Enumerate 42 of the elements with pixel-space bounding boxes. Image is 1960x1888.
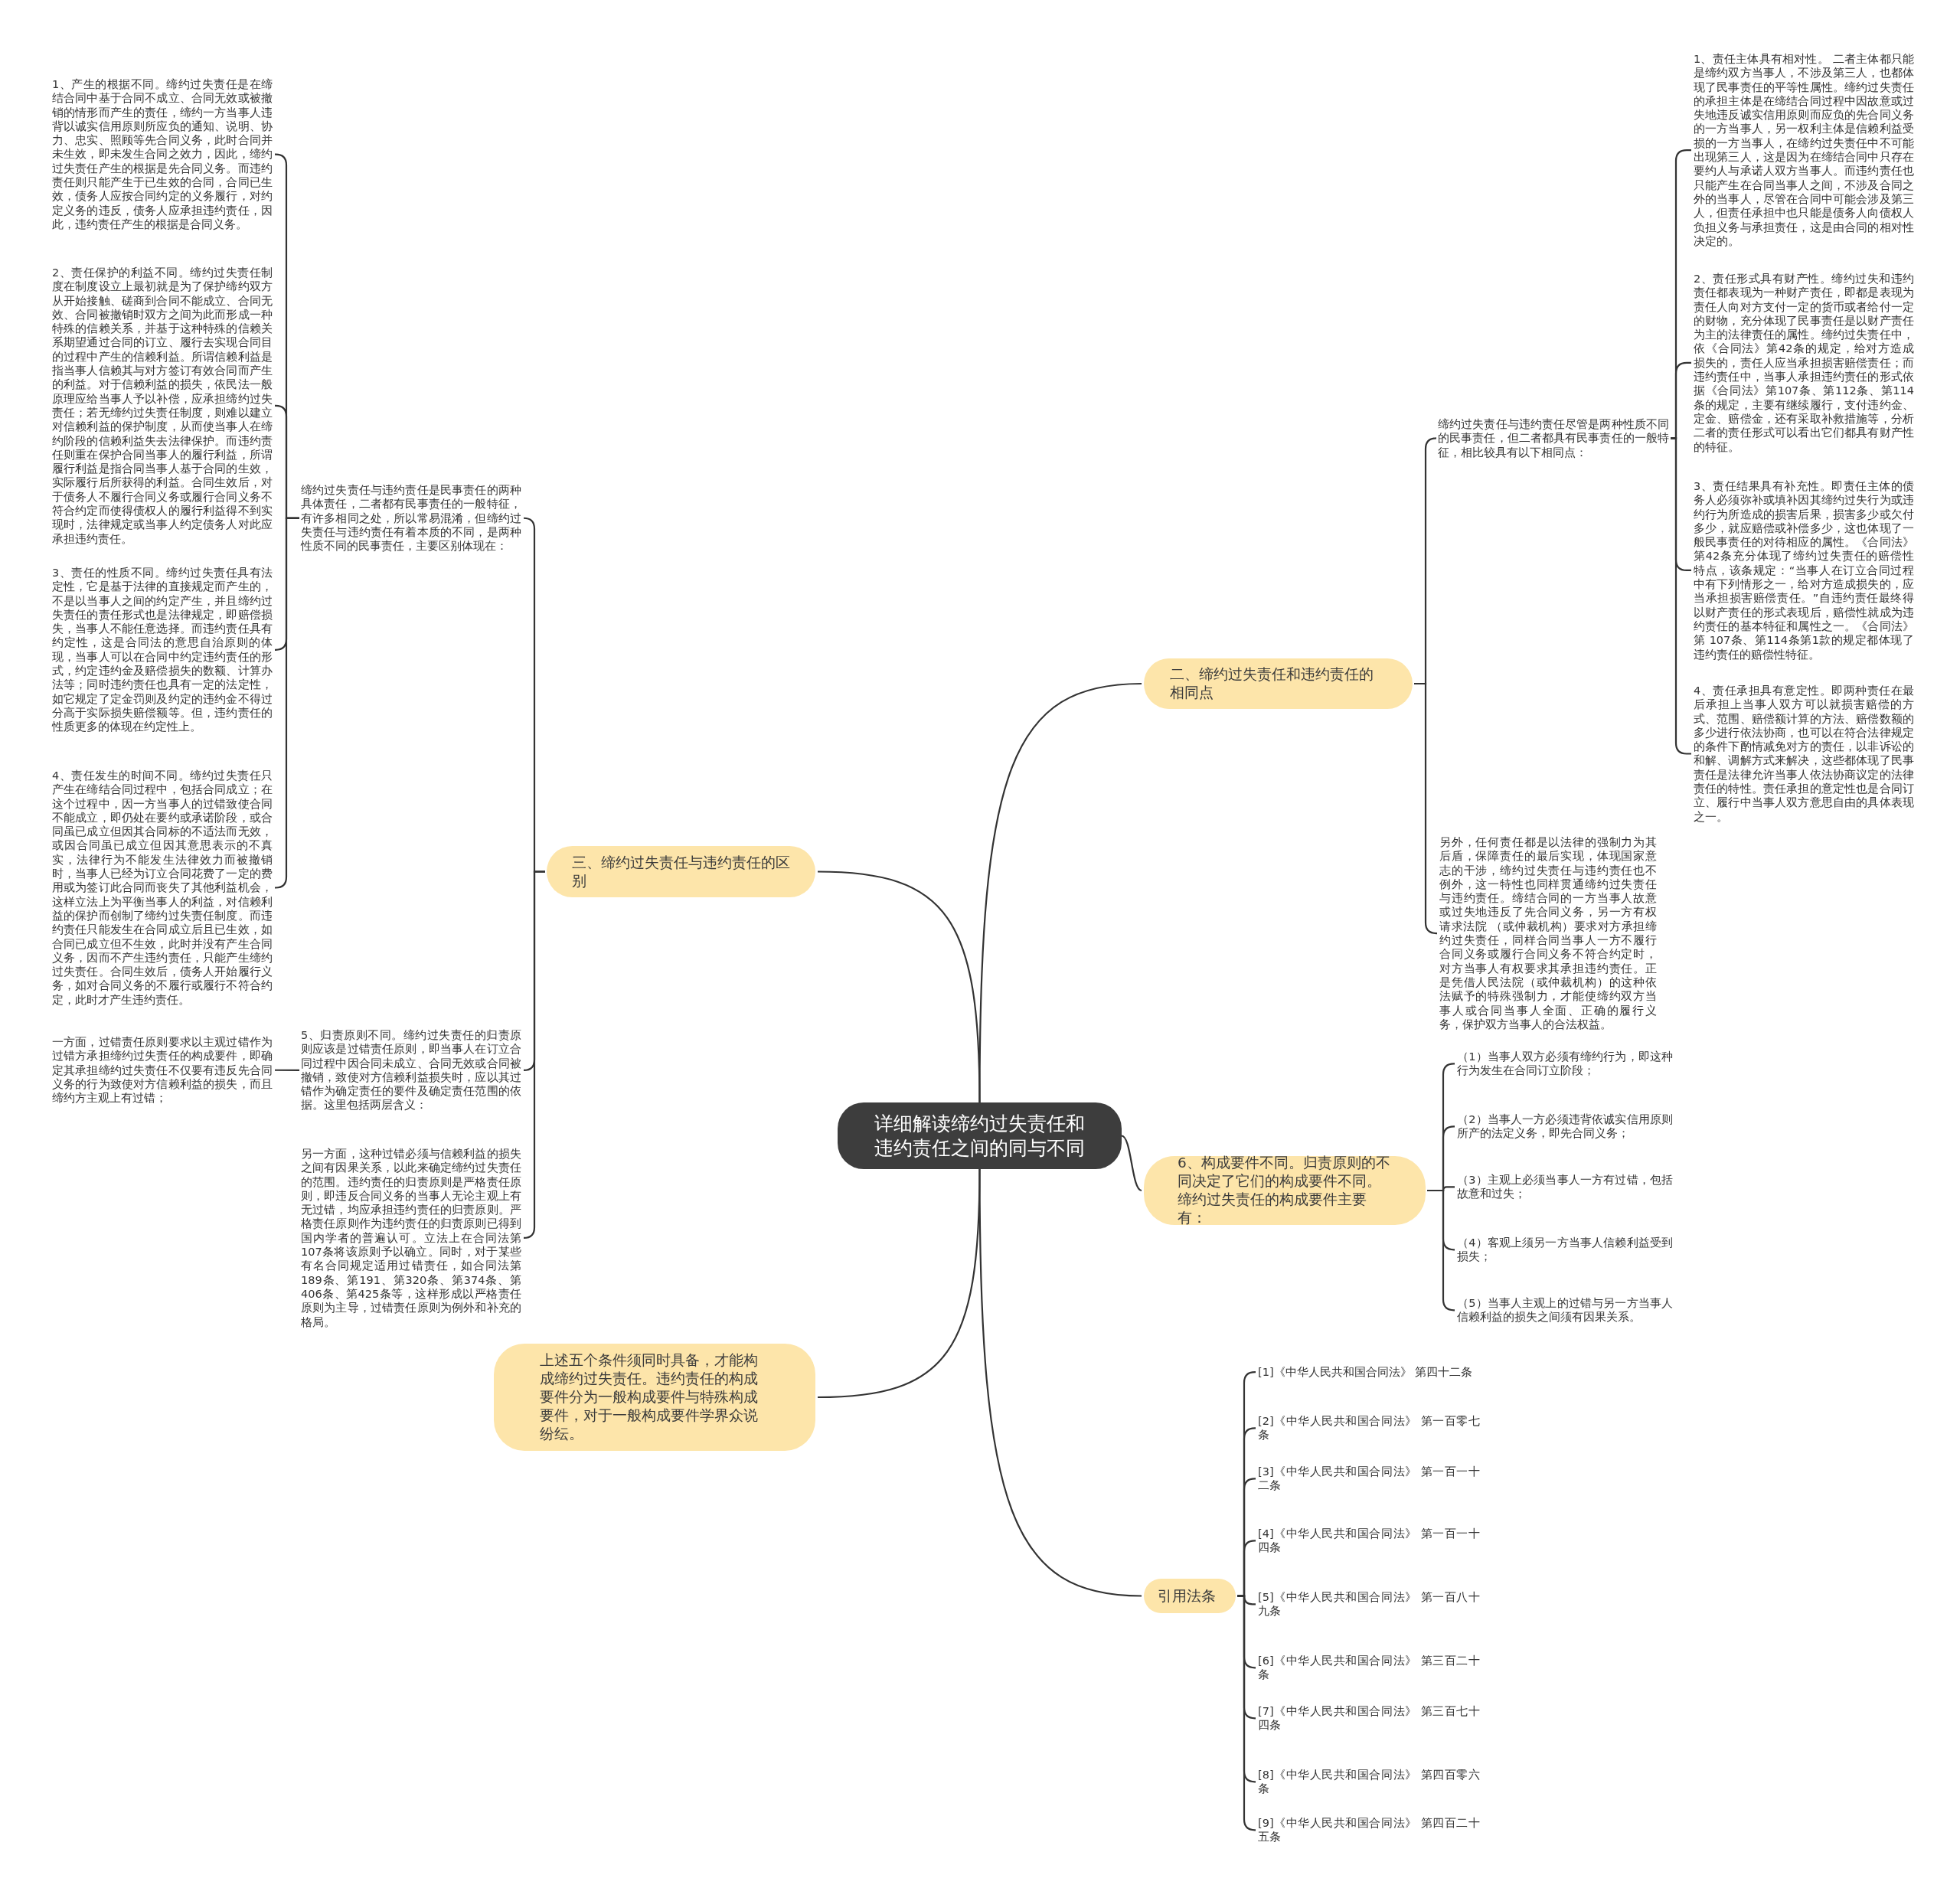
topic-pill: 二、缔约过失责任和违约责任的相同点 bbox=[1144, 658, 1413, 709]
note-text: （4）客观上须另一方当事人信赖利益受到损失； bbox=[1457, 1236, 1673, 1264]
connector-line bbox=[1121, 1135, 1142, 1191]
note-text: 2、责任形式具有财产性。缔约过失和违约责任都表现为一种财产责任，即都是表现为责任人向对方支付一定的货币或者给付一定的财物，充分体现了民事责任是以财产责任为主的法律责任的属性。缔约过失责任中，依《合同法》第42条的规定，给对方造成损失的，责任人应当承担损害赔偿责任；而违约责任中，当事人承担违约责任的形式依据《合同法》第107条、第112条、第114条的规定，主要有继续履行，支付违约金、定金、赔偿金，还有采取补救措施等，分析二者的责任形式可以看出它们都具有财产性的特征。 bbox=[1694, 272, 1914, 454]
connector-line bbox=[817, 871, 981, 1102]
note-text: 一方面，过错责任原则要求以主观过错作为过错方承担缔约过失责任的构成要件，即确定其承担缔约过失责任不仅要有违反先合同义务的行为致使对方信赖利益的损失，而且缔约方主观上有过错； bbox=[52, 1035, 273, 1106]
note-text: （5）当事人主观上的过错与另一方当事人信赖利益的损失之间须有因果关系。 bbox=[1457, 1296, 1673, 1325]
note-text: 1、产生的根据不同。缔约过失责任是在缔结合同中基于合同不成立、合同无效或被撤销的情形而产生的责任，缔约一方当事人违背以诚实信用原则所应负的通知、说明、协力、忠实、照顾等先合同义务，此时合同并未生效，即未发生合同之效力，因此，缔约过失责任产生的根据是先合同义务。而违约责任则只能产生于已生效的合同，合同已生效，债务人应按合同约定的义务履行，对约定义务的违反，债务人应承担违约责任，因此，违约责任产生的根据是合同义务。 bbox=[52, 77, 273, 232]
connector-line bbox=[275, 1069, 299, 1071]
topic-pill: 引用法条 bbox=[1144, 1579, 1236, 1613]
connector-line bbox=[978, 1169, 1142, 1597]
central-topic: 详细解读缔约过失责任和违约责任之间的同与不同 bbox=[838, 1102, 1122, 1169]
note-text: 2、责任保护的利益不同。缔约过失责任制度在制度设立上最初就是为了保护缔约双方从开始接触、磋商到合同不能成立、合同无效、合同被撤销时双方之间为此而形成一种特殊的信赖关系，并基于这种特殊的信赖关系期望通过合同的订立、履行去实现合同目的过程中产生的信赖利益。所谓信赖利益是指当事人信赖其与对方签订有效合同而产生的利益。对于信赖利益的损失，依民法一般原理应给当事人予以补偿，应承担缔约过失责任；若无缔约过失责任制度，则难以建立对信赖利益的保护制度，从而使当事人在缔约阶段的信赖利益失去法律保护。而违约责任则重在保护合同当事人的履行利益，所谓履行利益是指合同当事人基于合同的生效，实际履行后所获得的利益。合同生效后，对于债务人不履行合同义务或履行合同义务不符合约定而使得债权人的履行利益得不到实现时，法律规定或当事人约定债务人对此应承担违约责任。 bbox=[52, 266, 273, 546]
note-text: 3、责任结果具有补充性。即责任主体的债务人必须弥补或填补因其缔约过失行为或违约行为所造成的损害后果，损害多少或欠付多少，就应赔偿或补偿多少，这也体现了一般民事责任的对待相应的属性。《合同法》第42条充分体现了缔约过失责任的赔偿性特点，该条规定：“当事人在订立合同过程中有下列情形之一，给对方造成损失的，应当承担损害赔偿责任。”自违约责任最终得以财产责任的形式表现后，赔偿性就成为违约责任的基本特征和属性之一。《合同法》第 107条、第114条第1款的规定都体现了违约责任的赔偿性特征。 bbox=[1694, 479, 1914, 661]
topic-pill: 上述五个条件须同时具备，才能构成缔约过失责任。违约责任的构成要件分为一般构成要件与特殊构成要件，对于一般构成要件学界众说纷纭。 bbox=[494, 1344, 815, 1451]
connector-line bbox=[522, 871, 545, 1240]
connector-line bbox=[274, 517, 299, 889]
note-text: [2]《中华人民共和国合同法》 第一百零七条 bbox=[1258, 1414, 1480, 1442]
topic-pill: 6、构成要件不同。归责原则的不同决定了它们的构成要件不同。缔约过失责任的构成要件主要有： bbox=[1144, 1156, 1426, 1225]
note-text: （1）当事人双方必须有缔约行为，即这种行为发生在合同订立阶段； bbox=[1457, 1050, 1673, 1078]
note-text: [3]《中华人民共和国合同法》 第一百一十二条 bbox=[1258, 1465, 1480, 1493]
note-text: 另外，任何责任都是以法律的强制力为其后盾，保障责任的最后实现，体现国家意志的干涉，缔约过失责任与违约责任也不例外，这一特性也同样贯通缔约过失责任与违约责任。缔结合同的一方当事人故意或过失地违反了先合同义务，另一方有权请求法院 （或仲裁机构）要求对方承担缔约过失责任，同样合同当事人一方不履行合同义务或履行合同义务不符合约定时，对方当事人有权要求其承担违约责任。正是凭借人民法院（或仲裁机构）的这种依法赋予的特殊强制力，才能使缔约双方当事人或合同当事人全面、正确的履行义务，保护双方当事人的合法权益。 bbox=[1439, 835, 1657, 1032]
note-text: 缔约过失责任与违约责任是民事责任的两种具体责任，二者都有民事责任的一般特征，有许多相同之处，所以常易混淆，但缔约过失责任与违约责任有着本质的不同，是两种性质不同的民事责任，主要区别体现在： bbox=[301, 483, 521, 554]
note-text: （3）主观上必须当事人一方有过错，包括故意和过失； bbox=[1457, 1173, 1673, 1201]
note-text: 3、责任的性质不同。缔约过失责任具有法定性，它是基于法律的直接规定而产生的，不是以当事人之间的约定产生，并且缔约过失责任的责任形式也是法律规定，即赔偿损失，当事人不能任意选择。而违约责任具有约定性，这是合同法的意思自治原则的体现，当事人可以在合同中约定违约责任的形式，约定违约金及赔偿损失的数额、计算办法等；同时违约责任也具有一定的法定性，如它规定了定金罚则及约定的违约金不得过分高于实际损失赔偿额等。但，违约责任的性质更多的体现在约定性上。 bbox=[52, 566, 273, 734]
note-text: 缔约过失责任与违约责任尽管是两种性质不同的民事责任，但二者都具有民事责任的一般特征，相比较具有以下相同点： bbox=[1438, 417, 1669, 459]
note-text: [1]《中华人民共和国合同法》 第四十二条 bbox=[1258, 1365, 1480, 1380]
topic-pill: 三、缔约过失责任与违约责任的区别 bbox=[547, 846, 815, 897]
note-text: [7]《中华人民共和国合同法》 第三百七十四条 bbox=[1258, 1704, 1480, 1733]
note-text: 另一方面，这种过错必须与信赖利益的损失之间有因果关系，以此来确定缔约过失责任的范围。违约责任的归责原则是严格责任原则，即违反合同义务的当事人无论主观上有无过错，均应承担违约责任的归责原则。严格责任原则作为违约责任的归责原则已得到国内学者的普遍认可。立法上在合同法第107条将该原则予以确立。同时，对于某些有名合同规定适用过错责任，如合同法第189条、第191、第320条、第374条、第406条、第425条等，这样形成以严格责任原则为主导，过错责任原则为例外和补充的格局。 bbox=[301, 1147, 521, 1329]
note-text: [6]《中华人民共和国合同法》 第三百二十条 bbox=[1258, 1654, 1480, 1682]
note-text: [4]《中华人民共和国合同法》 第一百一十四条 bbox=[1258, 1527, 1480, 1555]
connector-line bbox=[1427, 1189, 1455, 1311]
note-text: 5、归责原则不同。缔约过失责任的归责原则应该是过错责任原则，即当事人在订立合同过程中因合同未成立、合同无效或合同被撤销，致使对方信赖利益损失时，应以其过错作为确定责任的要件及确定责任范围的依据。这里包括两层含义： bbox=[301, 1028, 521, 1112]
note-text: 4、责任承担具有意定性。即两种责任在最后承担上当事人双方可以就损害赔偿的方式、范围、赔偿额计算的方法、赔偿数额的多少进行依法协商，也可以在符合法律规定的条件下酌情减免对方的责任，以非诉讼的和解、调解方式来解决，这些都体现了民事责任是法律允许当事人依法协商议定的法律责任的特性。责任承担的意定性也是合同订立、履行中当事人双方意思自由的具体表现之一。 bbox=[1694, 684, 1914, 824]
note-text: 4、责任发生的时间不同。缔约过失责任只产生在缔结合同过程中，包括合同成立；在这个过程中，因一方当事人的过错致使合同不能成立，即仍处在要约或承诺阶段，或合同虽已成立但因其合同标的不适法而无效，或因合同虽已成立但因其意思表示的不真实，法律行为不能发生法律效力而被撤销时，当事人已经为订立合同花费了一定的费用或为签订此合同而丧失了其他利益机会，这样立法上为平衡当事人的利益，对信赖利益的保护而创制了缔约过失责任制度。而违约责任只能发生在合同成立后且已生效，如合同已成立但不生效，此时并没有产生合同义务，因而不产生违约责任，只能产生缔约过失责任。合同生效后，债务人开始履行义务，如对合同义务的不履行或履行不符合约定，此时才产生违约责任。 bbox=[52, 769, 273, 1008]
note-text: 1、责任主体具有相对性。 二者主体都只能是缔约双方当事人，不涉及第三人，也都体现了民事责任的平等性属性。缔约过失责任的承担主体是在缔结合同过程中因故意或过失地违反诚实信用原则而应负的先合同义务的一方当事人，另一权利主体是信赖利益受损的一方当事人，在缔约过失责任中不可能出现第三人，这是因为在缔结合同中只存在要约人与承诺人双方当事人。而违约责任也只能产生在合同当事人之间，不涉及合同之外的当事人，尽管在合同中可能会涉及第三人，但责任承担中也只能是债务人向债权人负担义务与承担责任，这是由合同的相对性决定的。 bbox=[1694, 52, 1914, 249]
note-text: [8]《中华人民共和国合同法》 第四百零六条 bbox=[1258, 1768, 1480, 1796]
connector-line bbox=[1414, 682, 1438, 935]
note-text: （2）当事人一方必须违背依诚实信用原则所产的法定义务，即先合同义务； bbox=[1457, 1112, 1673, 1141]
note-text: [9]《中华人民共和国合同法》 第四百二十五条 bbox=[1258, 1816, 1480, 1844]
note-text: [5]《中华人民共和国合同法》 第一百八十九条 bbox=[1258, 1590, 1480, 1619]
